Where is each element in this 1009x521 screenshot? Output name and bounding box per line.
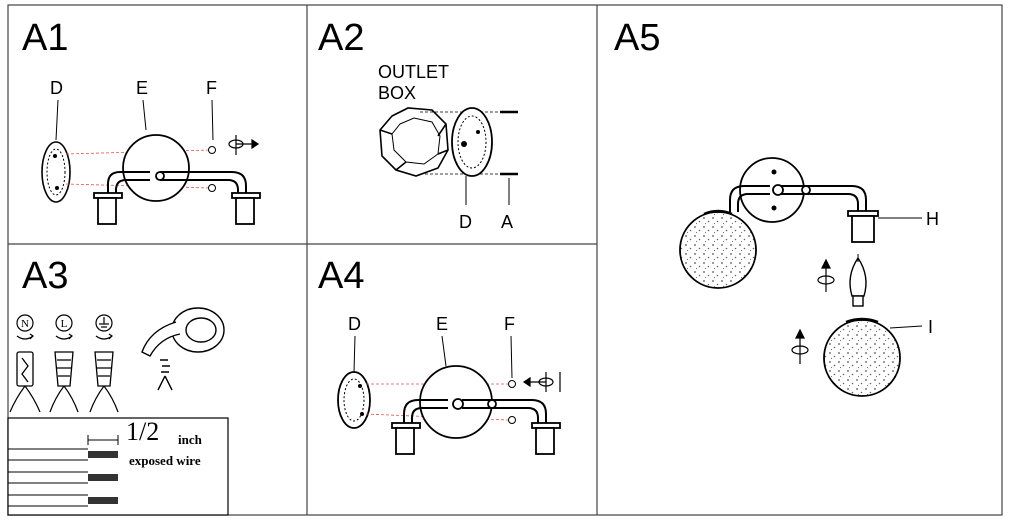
rotate-arrow-icon (817, 258, 835, 292)
mounting-plate (451, 107, 493, 177)
label-i: I (928, 317, 933, 337)
panel-a4: A4 D E F (318, 255, 561, 455)
line-symbol-icon (55, 314, 73, 340)
outlet-box (379, 107, 449, 177)
label-e: E (436, 314, 448, 334)
panel-a5-title: A5 (614, 17, 660, 59)
line-label: L (61, 318, 68, 330)
screw-icon (771, 169, 777, 175)
leader-line (889, 325, 923, 329)
label-f: F (206, 78, 217, 98)
light-bulb-icon (849, 254, 867, 307)
panel-a4-title: A4 (318, 255, 364, 297)
wall-fixture (93, 134, 261, 225)
wire-strip-gauge (8, 435, 119, 507)
label-d: D (459, 212, 472, 232)
outlet-box-label: OUTLET (378, 62, 449, 82)
rotate-arrow-icon (791, 328, 809, 364)
tape-roll-icon (141, 307, 225, 391)
screw-icon (508, 380, 516, 424)
screw-icon (771, 205, 777, 211)
rotate-arrow-icon (522, 372, 561, 392)
leader-lines (465, 176, 510, 205)
label-f: F (504, 314, 515, 334)
leader-lines (55, 99, 214, 141)
panel-a3-title: A3 (22, 255, 68, 297)
label-a: A (501, 212, 513, 232)
label-d: D (348, 314, 361, 334)
panel-a1-title: A1 (22, 17, 68, 59)
strip-length-unit: inch (178, 432, 203, 447)
wire-nut-icon (16, 351, 114, 387)
screw-icon (208, 146, 216, 192)
glass-shade (679, 209, 757, 289)
panel-a1: A1 D E F (22, 17, 261, 225)
screw-icon (500, 110, 518, 176)
wire-leads (9, 385, 119, 413)
panel-a2: A2 OUTLET BOX D A (318, 17, 518, 232)
ground-symbol-icon (95, 314, 113, 340)
label-h: H (926, 209, 939, 229)
rotate-arrow-icon (228, 135, 260, 155)
strip-length-value: 1/2 (126, 417, 159, 446)
glass-shade (823, 317, 901, 397)
neutral-label: N (21, 318, 29, 330)
panel-grid (7, 4, 1003, 516)
label-d: D (50, 78, 63, 98)
mounting-plate (41, 141, 71, 203)
panel-a5: A5 H (614, 17, 939, 397)
panel-a2-title: A2 (318, 17, 364, 59)
panel-a3: A3 N L (7, 255, 229, 516)
neutral-symbol-icon (16, 314, 34, 340)
wall-fixture (729, 157, 879, 243)
leader-lines (353, 335, 513, 379)
mounting-plate (337, 371, 371, 429)
label-e: E (136, 78, 148, 98)
strip-caption: exposed wire (129, 453, 201, 468)
outlet-box-label-line2: BOX (378, 83, 416, 103)
wall-fixture (391, 365, 561, 455)
